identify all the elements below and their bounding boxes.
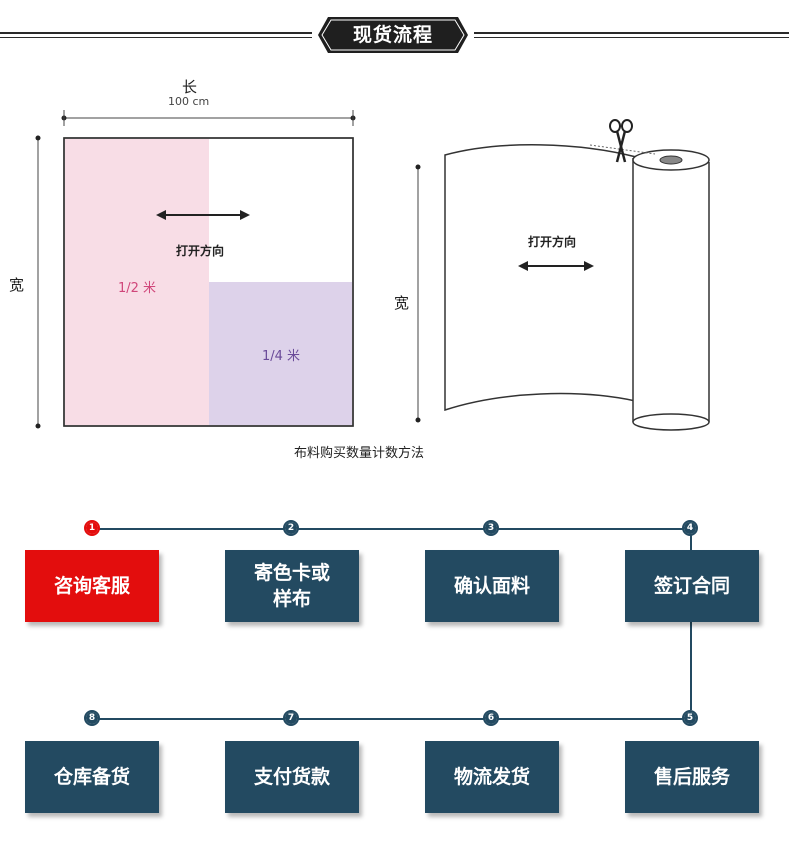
- fabric-roll-diagram: [415, 144, 710, 431]
- step-node-2: 2: [283, 520, 299, 536]
- header-badge: 现货流程: [318, 17, 468, 53]
- half-meter-label: 1/2 米: [118, 281, 157, 296]
- length-value: 100 cm: [168, 95, 210, 108]
- header-rule-left-thin: [0, 37, 312, 38]
- scissors-icon: [609, 119, 633, 163]
- roll-open-direction-label: 打开方向: [528, 235, 577, 249]
- step-sign-contract[interactable]: 签订合同: [625, 550, 759, 622]
- step-node-8: 8: [84, 710, 100, 726]
- diagram-caption: 布料购买数量计数方法: [294, 446, 425, 461]
- header-rule-right: [474, 32, 789, 34]
- quarter-meter-area: [209, 282, 352, 425]
- open-direction-label: 打开方向: [176, 244, 225, 258]
- step-node-6: 6: [483, 710, 499, 726]
- step-node-7: 7: [283, 710, 299, 726]
- half-meter-area: [65, 139, 209, 425]
- width-label: 宽: [9, 276, 25, 294]
- step-node-3: 3: [483, 520, 499, 536]
- flow-line-4-to-5: [690, 622, 692, 710]
- step-payment[interactable]: 支付货款: [225, 741, 359, 813]
- step-confirm-fabric[interactable]: 确认面料: [425, 550, 559, 622]
- header-rule-left: [0, 32, 312, 34]
- step-logistics[interactable]: 物流发货: [425, 741, 559, 813]
- step-consult-service[interactable]: 咨询客服: [25, 550, 159, 622]
- flow-line-bottom: [96, 718, 690, 720]
- step-node-5: 5: [682, 710, 698, 726]
- flow-line-4-down: [690, 530, 692, 550]
- step-send-color-card[interactable]: 寄色卡或样布: [225, 550, 359, 622]
- flow-line-top: [96, 528, 690, 530]
- header-rule-right-thin: [474, 37, 789, 38]
- step-after-sales[interactable]: 售后服务: [625, 741, 759, 813]
- fabric-area-diagram: [35, 110, 356, 429]
- roll-width-label: 宽: [394, 294, 410, 312]
- page-title: 现货流程: [352, 24, 433, 46]
- length-label: 长: [182, 78, 198, 96]
- step-node-4: 4: [682, 520, 698, 536]
- quarter-meter-label: 1/4 米: [262, 349, 301, 364]
- step-node-1: 1: [84, 520, 100, 536]
- step-warehouse-stock[interactable]: 仓库备货: [25, 741, 159, 813]
